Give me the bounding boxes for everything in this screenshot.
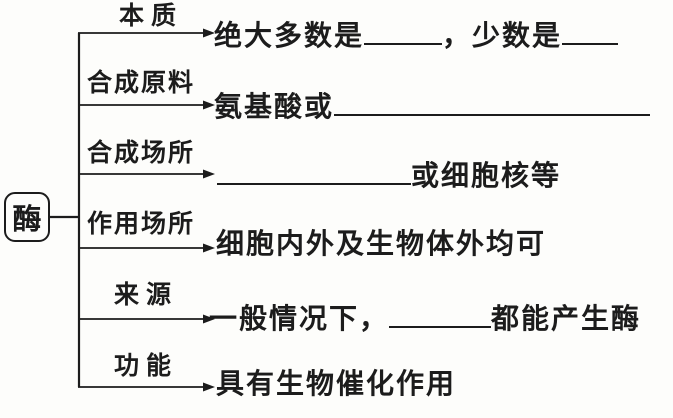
content-function: 具有生物催化作用 bbox=[216, 368, 456, 402]
branch-label-function: 功能 bbox=[114, 353, 179, 380]
arrowhead-icon bbox=[203, 382, 215, 392]
content-synthesis-site: 或细胞核等 bbox=[217, 157, 561, 193]
content-action-site: 细胞内外及生物体外均可 bbox=[216, 228, 546, 262]
content-text: 细胞内外及生物体外均可 bbox=[216, 229, 547, 260]
branch-label-essence: 本质 bbox=[119, 3, 184, 30]
content-text: 一般情况下， bbox=[209, 303, 390, 335]
content-source: 一般情况下， 都能产生酶 bbox=[209, 300, 641, 336]
blank-field bbox=[334, 88, 651, 116]
arrowhead-icon bbox=[203, 169, 215, 179]
branch-label-synthesis-site: 合成场所 bbox=[87, 140, 196, 167]
root-node-enzyme: 酶 bbox=[4, 192, 50, 242]
arrowhead-icon bbox=[203, 314, 215, 324]
blank-field bbox=[364, 17, 443, 45]
content-raw-material: 氨基酸或 bbox=[214, 88, 651, 124]
content-text: 都能产生酶 bbox=[491, 303, 642, 335]
arrowhead-icon bbox=[203, 243, 215, 253]
content-text: 氨基酸或 bbox=[214, 91, 335, 123]
branch-label-source: 来源 bbox=[114, 282, 179, 309]
blank-field bbox=[389, 300, 492, 328]
blank-field bbox=[562, 17, 619, 45]
content-text: 绝大多数是 bbox=[214, 20, 365, 52]
content-text: ，少数是 bbox=[442, 20, 563, 52]
content-essence: 绝大多数是 ，少数是 bbox=[214, 17, 619, 53]
blank-field bbox=[217, 157, 411, 185]
branch-label-action-site: 作用场所 bbox=[87, 211, 196, 238]
root-node-label: 酶 bbox=[12, 204, 42, 236]
branch-label-raw-material: 合成原料 bbox=[87, 70, 196, 97]
arrowhead-icon bbox=[203, 28, 215, 38]
content-text: 或细胞核等 bbox=[411, 160, 562, 192]
arrowhead-icon bbox=[203, 100, 215, 110]
content-text: 具有生物催化作用 bbox=[216, 369, 457, 400]
